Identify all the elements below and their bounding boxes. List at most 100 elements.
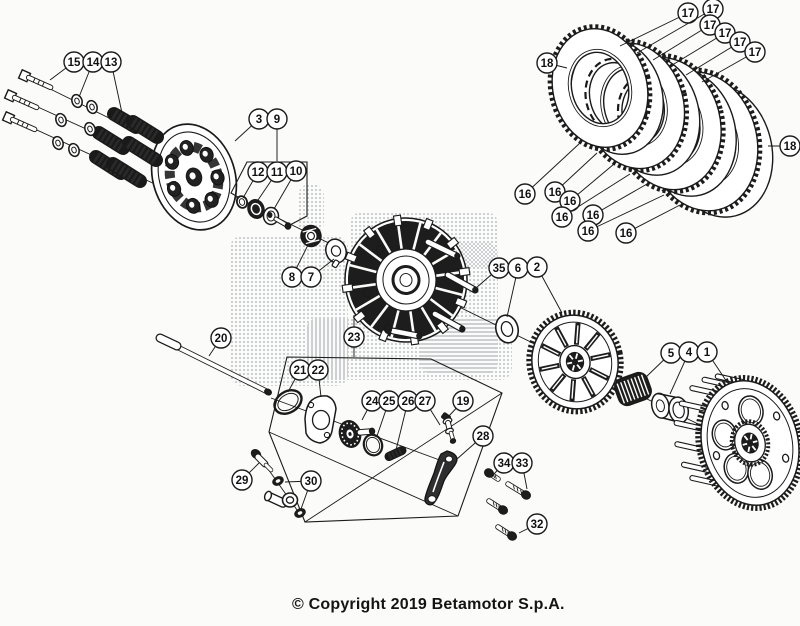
callout-number: 27 [419, 396, 432, 408]
callout-16: 16 [577, 194, 665, 242]
callout-25: 25 [376, 390, 400, 437]
part-1-clutch-basket-gear [673, 373, 800, 511]
callout-circle [300, 470, 322, 492]
callout-number: 28 [477, 431, 490, 443]
part-25-oring [362, 433, 384, 457]
callout-number: 2 [534, 262, 540, 274]
callout-number: 19 [457, 396, 470, 408]
callout-circle [551, 206, 573, 228]
callout-circle [307, 359, 329, 381]
washer [71, 93, 83, 109]
callout-number: 13 [105, 57, 118, 69]
callout-32: 32 [518, 513, 548, 535]
callout-number: 30 [305, 476, 318, 488]
callout-circle [231, 469, 253, 491]
callout-circle [210, 327, 232, 349]
part-26-spring [384, 446, 407, 461]
part-13-clutch-springs [89, 107, 164, 188]
callout-circle [526, 513, 548, 535]
callout-number: 25 [383, 396, 396, 408]
callout-number: 17 [749, 47, 762, 59]
callout-17: 17 [685, 31, 751, 76]
part-28-release-arm [424, 450, 458, 506]
part-7-tab-washer [325, 238, 347, 269]
callout-number: 29 [236, 475, 249, 487]
callout-circle [472, 425, 494, 447]
callout-16: 16 [514, 142, 581, 205]
part-14-spring-washers [52, 93, 98, 158]
parts-artwork [1, 24, 800, 541]
part-32-bolt [495, 524, 517, 541]
callout-8: 8 [281, 244, 309, 288]
callout-24: 24 [361, 390, 383, 421]
part-11-bearing-washer [247, 199, 265, 219]
callout-5: 5 [645, 342, 682, 378]
callout-number: 18 [784, 141, 797, 153]
callout-1: 1 [696, 341, 728, 383]
callout-17: 17 [652, 14, 721, 61]
callout-circle [511, 452, 533, 474]
part-17-16-18-clutch-plate-stack [547, 24, 774, 218]
callout-29: 29 [231, 462, 260, 491]
washer [55, 112, 67, 128]
callout-13: 13 [100, 51, 123, 114]
callout-number: 9 [274, 114, 280, 126]
bolt [3, 88, 40, 111]
callout-circle [696, 341, 718, 363]
callout-17: 17 [619, 2, 699, 47]
callout-33: 33 [511, 452, 533, 490]
callout-circle [577, 220, 599, 242]
callout-number: 20 [215, 333, 228, 345]
callout-number: 21 [294, 365, 307, 377]
callout-7: 7 [300, 258, 335, 288]
callout-circle [779, 135, 800, 157]
part-27-19-oil-valve [441, 412, 457, 444]
callout-number: 35 [493, 263, 506, 275]
callout-28: 28 [456, 425, 494, 460]
callout-circle [536, 52, 558, 74]
callout-number: 33 [516, 458, 529, 470]
callout-3: 3 [234, 108, 270, 142]
callout-number: 16 [564, 196, 577, 208]
callout-circle [300, 266, 322, 288]
callout-circle [514, 183, 536, 205]
callout-18: 18 [536, 52, 568, 74]
washer [68, 142, 80, 158]
callout-number: 8 [289, 272, 296, 284]
part-15-clutch-bolts [1, 68, 54, 133]
callout-number: 22 [312, 365, 325, 377]
copyright-text: © Copyright 2019 Betamotor S.p.A. [292, 596, 565, 613]
callout-16: 16 [615, 204, 681, 244]
callout-circle [729, 31, 751, 53]
part-3-pressure-plate [150, 123, 238, 231]
callout-number: 16 [587, 210, 600, 222]
part-24-worm-gear [338, 420, 376, 448]
part-32-bolt [486, 498, 508, 515]
part-20-clutch-push-rod [155, 333, 272, 396]
callout-number: 17 [704, 20, 717, 32]
callout-6: 6 [506, 257, 529, 318]
callout-number: 4 [686, 347, 693, 359]
part-23-group-outline [268, 356, 503, 523]
callout-9: 9 [266, 108, 288, 161]
callout-number: 34 [498, 458, 511, 470]
callout-16: 16 [544, 152, 598, 203]
callout-35: 35 [475, 257, 510, 289]
part-5-needle-bearing [614, 371, 652, 407]
callout-26: 26 [395, 390, 419, 451]
callout-20: 20 [208, 327, 232, 357]
callout-number: 18 [541, 58, 554, 70]
callout-circle [615, 222, 637, 244]
part-2-clutch-center-plate [526, 309, 624, 415]
callout-number: 16 [549, 187, 562, 199]
callout-circle [414, 390, 436, 412]
callout-number: 17 [734, 37, 747, 49]
callout-circle [285, 160, 307, 182]
part-29-banjo-bolt [250, 449, 274, 473]
callout-number: 10 [290, 166, 303, 178]
bolt [1, 110, 38, 133]
callout-number: 16 [582, 226, 595, 238]
